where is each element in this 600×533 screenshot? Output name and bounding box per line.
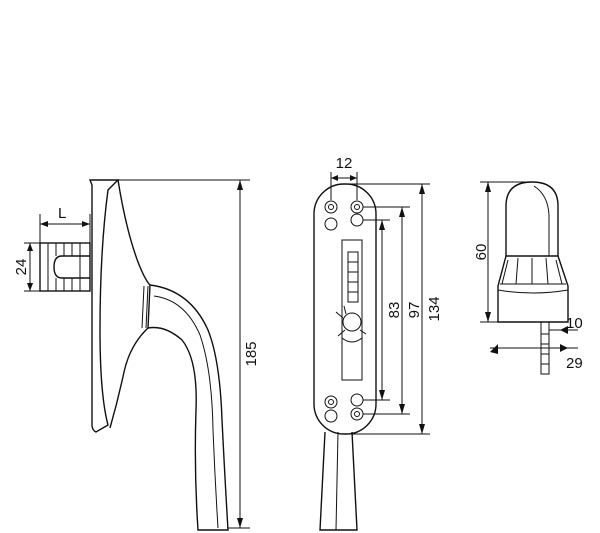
dim-29-label: 29	[566, 355, 583, 372]
hole-mid-right	[350, 213, 364, 227]
front-handle-stem	[319, 431, 358, 531]
dim-12-label: 12	[336, 155, 353, 172]
dim-24-label: 24	[13, 259, 30, 276]
dim-10: 10	[549, 315, 583, 334]
side-handle-neck	[109, 179, 151, 429]
side-grip-contour	[153, 295, 219, 529]
dim-185: 185	[90, 179, 260, 529]
front-view-handle: 12 83 97 134	[313, 155, 443, 531]
front-slot-insert	[347, 251, 359, 303]
hole-top-right	[350, 200, 364, 214]
cap-dome-highlight	[533, 185, 550, 256]
hole-bottom-left-2	[324, 409, 338, 423]
front-mechanism	[342, 312, 362, 332]
cap-dome	[505, 181, 559, 256]
dim-134-label: 134	[426, 296, 443, 321]
dim-60-label: 60	[473, 244, 490, 261]
dim-L-label: L	[58, 205, 66, 222]
dim-10-label: 10	[566, 315, 583, 332]
hole-bottom-right-2	[350, 407, 364, 421]
side-view-handle: L 24 185	[13, 179, 260, 531]
cap-base	[497, 255, 569, 323]
hole-mid-left	[324, 217, 338, 231]
spindle-slot	[53, 255, 90, 279]
dim-97-label: 97	[406, 302, 423, 319]
front-slot	[341, 239, 363, 381]
dim-12: 12	[330, 155, 358, 200]
side-handle-grip	[147, 284, 229, 531]
side-spindle	[39, 242, 91, 292]
dim-134: 134	[345, 183, 443, 435]
hole-bottom-left	[324, 395, 338, 409]
dim-29: 29	[490, 338, 583, 372]
cap-view: 60 10 29	[473, 181, 583, 375]
hole-bottom-right	[350, 393, 364, 407]
dim-60: 60	[473, 181, 530, 323]
dim-24: 24	[13, 242, 40, 292]
side-base-plate	[88, 179, 120, 433]
dim-83: 83	[363, 219, 403, 401]
hole-top-left	[324, 200, 338, 214]
side-collar-line-1	[141, 285, 145, 329]
side-collar-line-2	[145, 285, 149, 329]
dim-97: 97	[363, 206, 423, 415]
dim-83-label: 83	[386, 302, 403, 319]
dim-L: L	[39, 205, 91, 243]
dim-185-label: 185	[243, 341, 260, 366]
